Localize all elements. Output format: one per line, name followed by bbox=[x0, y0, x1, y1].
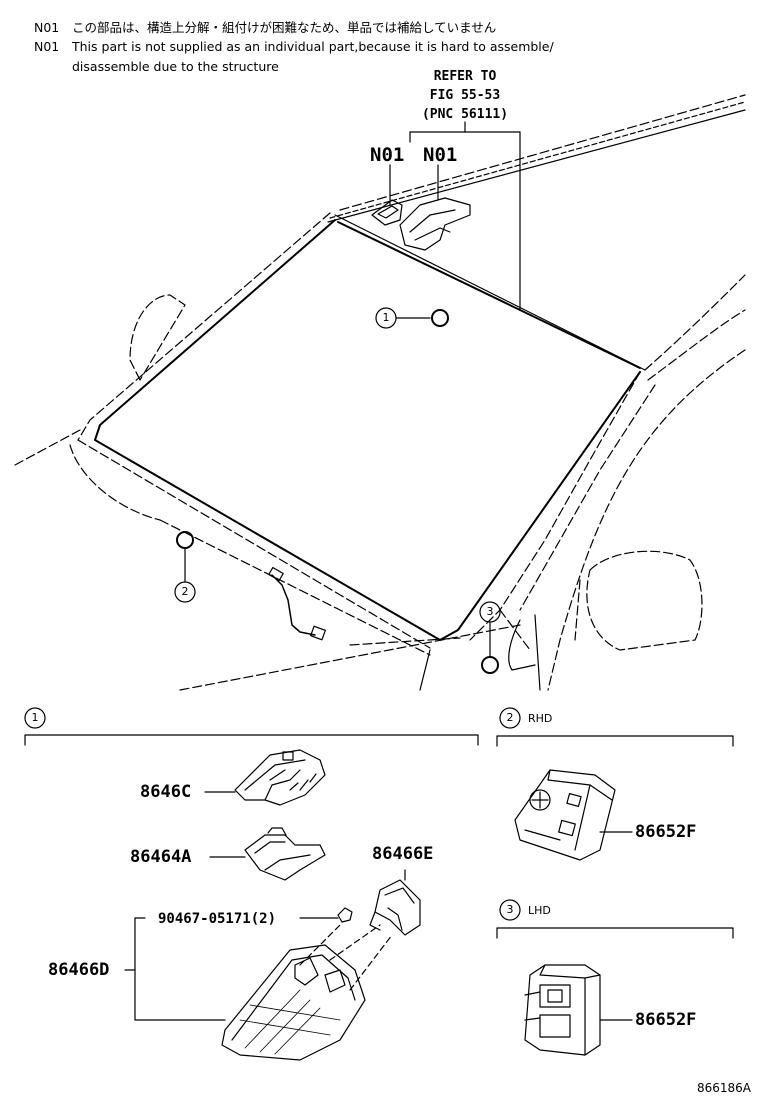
note-code: N01 bbox=[34, 20, 60, 35]
part-86652f-lhd-drawing bbox=[524, 964, 633, 1056]
section-1-frame bbox=[24, 707, 479, 746]
part-86464a-drawing bbox=[209, 827, 326, 881]
note-text: This part is not supplied as an individu… bbox=[72, 39, 554, 54]
n01-label-right: N01 bbox=[423, 144, 458, 166]
part-number-86652f-lhd[interactable]: 86652F bbox=[635, 1010, 697, 1030]
figure-id: 866186A bbox=[697, 1081, 752, 1095]
part-number-86466d[interactable]: 86466D bbox=[48, 960, 110, 980]
part-86466e-drawing bbox=[369, 869, 421, 936]
callout-3[interactable]: 3 bbox=[486, 605, 494, 618]
n01-bracket-parts bbox=[371, 164, 471, 251]
section-2-number: 2 bbox=[506, 711, 514, 724]
callout-1[interactable]: 1 bbox=[382, 311, 390, 324]
section-2-label: RHD bbox=[528, 712, 553, 725]
section-1-number: 1 bbox=[31, 711, 39, 724]
note-code: N01 bbox=[34, 39, 60, 54]
section-2-3-frames bbox=[496, 707, 734, 939]
reference-leader bbox=[409, 121, 521, 311]
car-body-outline bbox=[14, 94, 746, 691]
note-text: disassemble due to the structure bbox=[72, 59, 279, 74]
part-number-86464a[interactable]: 86464A bbox=[130, 847, 192, 867]
reference-line-1[interactable]: REFER TO bbox=[433, 69, 497, 84]
reference-line-3[interactable]: (PNC 56111) bbox=[421, 107, 509, 122]
note-text: この部品は、構造上分解・組付けが困難なため、単品では補給していません bbox=[72, 20, 497, 35]
part-86652f-rhd-drawing bbox=[514, 769, 633, 861]
part-86466d-drawing bbox=[124, 917, 393, 1061]
part-8646c-drawing bbox=[204, 749, 326, 806]
section-3-number: 3 bbox=[506, 903, 514, 916]
n01-label-left: N01 bbox=[370, 144, 405, 166]
part-90467-screw-drawing bbox=[299, 907, 353, 923]
callout-2[interactable]: 2 bbox=[181, 585, 189, 598]
reference-line-2[interactable]: FIG 55-53 bbox=[429, 88, 501, 103]
part-number-8646c[interactable]: 8646C bbox=[140, 782, 192, 802]
part-number-86466e[interactable]: 86466E bbox=[372, 844, 434, 864]
part-number-86652f-rhd[interactable]: 86652F bbox=[635, 822, 697, 842]
part-number-90467-05171[interactable]: 90467-05171(2) bbox=[158, 911, 277, 927]
callout-markers bbox=[174, 307, 501, 674]
section-3-label: LHD bbox=[528, 904, 551, 917]
